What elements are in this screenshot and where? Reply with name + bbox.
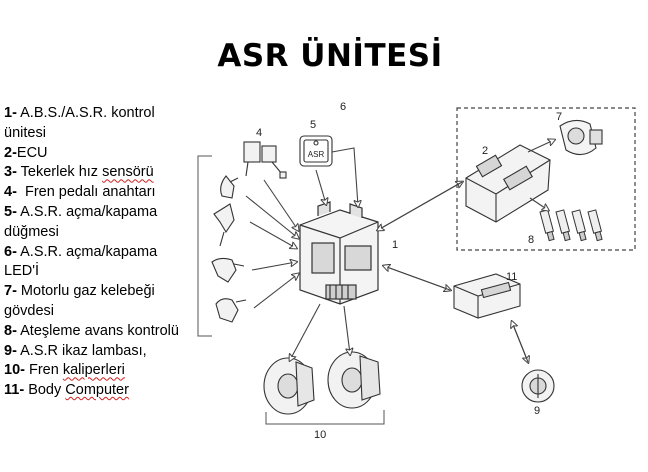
ecu-module [465, 144, 551, 223]
legend-item-3: 3- Tekerlek hız sensörü [4, 164, 154, 181]
label-5: 5 [310, 119, 316, 131]
page-title: ASR ÜNİTESİ [217, 38, 443, 74]
asr-onoff-switch: ASR [299, 135, 333, 167]
brake-pedal-switch [243, 141, 287, 179]
legend-item-10: 10- Fren kaliperleri [4, 362, 125, 379]
legend-item-1: 1- A.B.S./A.S.R. kontrol ünitesi [4, 105, 155, 141]
label-10: 10 [314, 429, 326, 441]
connection-arrows [245, 140, 554, 362]
legend-item-4: 4- Fren pedalı anahtarı [4, 184, 156, 201]
legend-item-11: 11- Body Computer [4, 382, 129, 399]
legend-item-6: 6- A.S.R. açma/kapama LED'İ [4, 243, 158, 280]
spark-plugs [539, 209, 603, 242]
legend-item-2: 2-ECU [4, 144, 48, 161]
throttle-body [559, 119, 603, 156]
asr-button-text: ASR [308, 150, 325, 159]
legend-item-5: 5- A.S.R. açma/kapama düğmesi [4, 203, 158, 240]
engine-control-dashed-box [456, 107, 636, 251]
label-8: 8 [528, 234, 534, 246]
legend-item-7: 7- Motorlu gaz kelebeği gövdesi [4, 283, 155, 319]
label-6: 6 [340, 101, 346, 113]
abs-asr-control-unit [299, 201, 379, 305]
asr-warning-lamp [521, 369, 555, 403]
label-11: 11 [506, 271, 517, 283]
legend-item-8: 8- Ateşleme avans kontrolü [4, 322, 179, 339]
label-9: 9 [534, 405, 540, 417]
label-7: 7 [556, 111, 562, 123]
calipers-bracket [265, 410, 385, 425]
wheel-speed-sensors [211, 175, 247, 323]
sensor-group-bracket [197, 155, 212, 337]
label-2: 2 [482, 145, 488, 157]
label-1: 1 [392, 239, 398, 251]
label-4: 4 [256, 127, 262, 139]
component-legend: 1- A.B.S./A.S.R. kontrol ünitesi 2-ECU 3… [4, 104, 194, 401]
body-computer [453, 273, 521, 319]
brake-calipers [263, 351, 381, 415]
legend-item-9: 9- A.S.R ikaz lambası, [4, 342, 147, 359]
